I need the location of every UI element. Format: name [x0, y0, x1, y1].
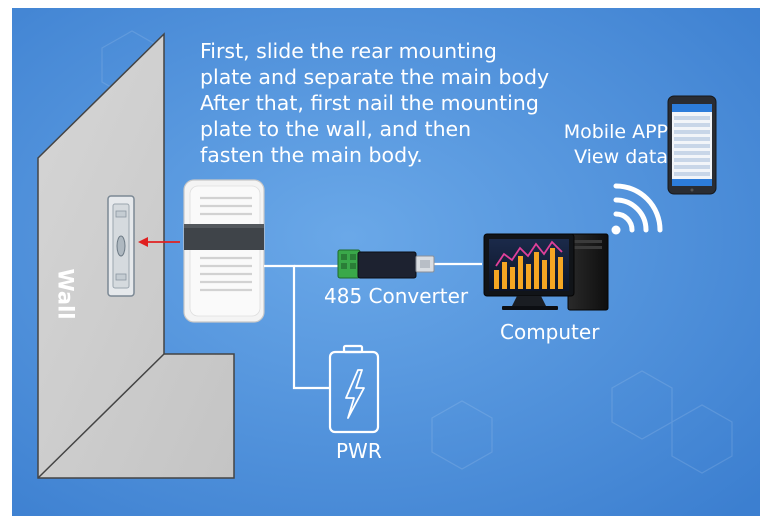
mounting-plate	[107, 195, 135, 297]
instruction-line: plate and separate the main body	[200, 65, 550, 89]
instruction-line: fasten the main body.	[200, 143, 423, 167]
desktop-computer	[483, 233, 609, 311]
diagram-graphics	[12, 8, 760, 516]
wiring	[264, 262, 482, 390]
wifi-icon	[611, 183, 663, 235]
instruction-line: After that, first nail the mounting	[200, 91, 539, 115]
wall	[37, 32, 235, 479]
mounting-instructions: First, slide the rear mounting plate and…	[200, 38, 560, 168]
diagram-canvas: First, slide the rear mounting plate and…	[12, 8, 760, 516]
wall-label: Wall	[53, 268, 78, 320]
computer-label: Computer	[500, 320, 600, 344]
screen-chart-line	[495, 240, 563, 267]
instruction-line: First, slide the rear mounting	[200, 39, 497, 63]
instruction-line: plate to the wall, and then	[200, 117, 472, 141]
power-label: PWR	[336, 439, 382, 463]
sensor-device	[183, 179, 265, 323]
mobile-app-title: Mobile APP	[563, 121, 668, 143]
mobile-app-label: Mobile APP View data	[546, 120, 668, 170]
direction-arrow	[138, 237, 180, 247]
mobile-app-subtitle: View data	[574, 146, 668, 168]
wire-sensor-to-power	[264, 264, 330, 390]
usb-485-converter	[337, 249, 435, 279]
smartphone	[667, 95, 717, 195]
screen-chart-bars	[494, 248, 563, 289]
converter-label: 485 Converter	[324, 284, 469, 308]
battery-power-icon	[328, 344, 380, 434]
